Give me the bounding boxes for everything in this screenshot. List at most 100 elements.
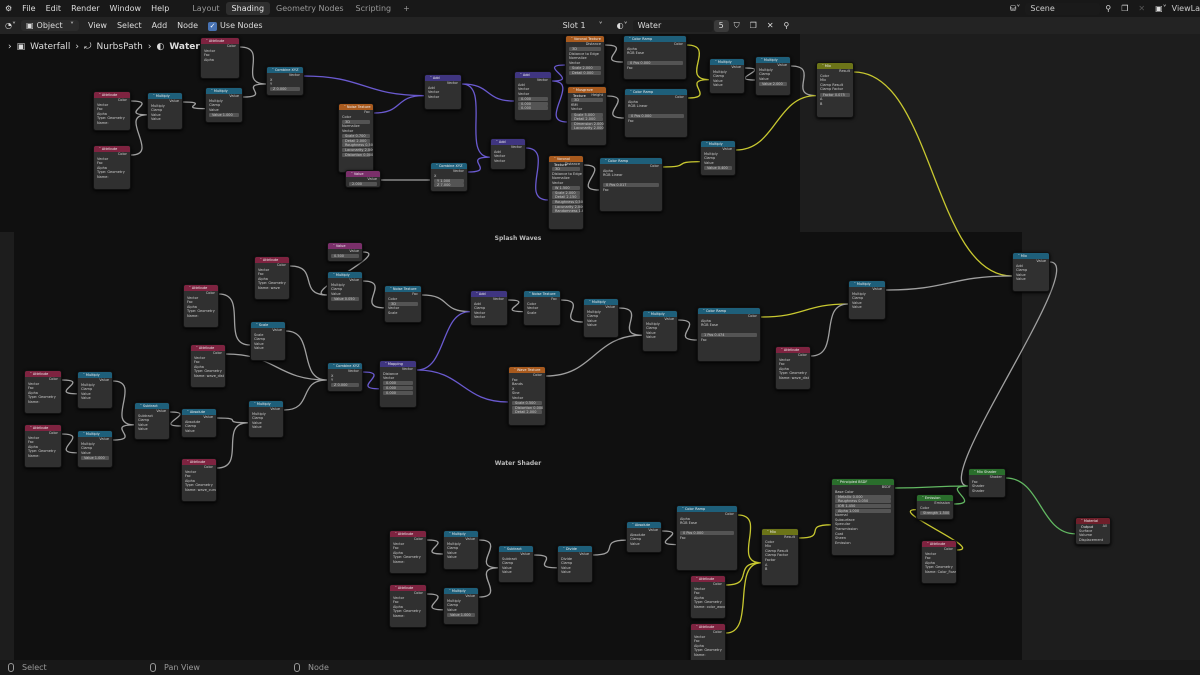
node-socket-row[interactable]: Scale 0.500 [512,401,542,406]
node-header[interactable]: ˅ Value [328,243,362,249]
node-header[interactable]: ˅ Combine XYZ [431,163,467,169]
node-header[interactable]: ˅ Add [515,72,551,78]
node-socket-row[interactable]: W 1.500 [552,186,580,191]
node-socket-row[interactable]: 0.000 [518,106,548,111]
node-socket-row[interactable]: 3D [342,119,370,124]
node-header[interactable]: ˅ Subtract [499,546,533,552]
unlink-material-icon[interactable]: ✕ [766,21,774,30]
node-header[interactable]: ˅ Color Ramp [600,158,662,164]
tab-scripting[interactable]: Scripting [355,4,392,13]
node-socket-row[interactable]: Detail 2.000 [342,138,370,143]
node-header[interactable]: ˅ Mapping [380,361,416,367]
pin-icon[interactable]: ⚲ [783,21,790,30]
node-socket-row[interactable]: 0.000 [518,96,548,101]
node-header[interactable]: ˅ Multiply [643,311,677,317]
duplicate-material-icon[interactable]: ❐ [749,21,757,30]
node-header[interactable]: ˅ Wave Texture [509,367,545,373]
node-header[interactable]: ˅ Multiply [328,272,362,278]
slot-dropdown[interactable]: Slot 1˅ [557,20,608,31]
menu-node[interactable]: Node [177,21,199,30]
node-header[interactable]: ˅ Attribute [390,531,426,537]
node-socket-row[interactable]: Roughness 0.500 [552,199,583,204]
node-socket-row[interactable]: Value 2.000 [759,81,787,86]
node-socket-row[interactable]: 0 Pos 0.000 [680,530,734,535]
node-header[interactable]: ˅ Multiply [710,59,744,65]
node-socket-row[interactable]: 0 Pos 0.000 [627,60,683,65]
node-header[interactable]: ˅ Add [471,291,507,297]
node-header[interactable]: ˅ Multiply [849,281,885,287]
menu-select[interactable]: Select [116,21,142,30]
node-socket-row[interactable]: Z 0.000 [331,383,359,388]
node-header[interactable]: ˅ Attribute [182,459,216,465]
node-header[interactable]: ˅ Material Output [1076,518,1110,529]
node-socket-row[interactable]: 3D [388,301,418,306]
node-socket-row[interactable]: 0.000 [518,101,548,106]
node-socket-row[interactable]: Detail 0.000 [569,70,601,75]
node-header[interactable]: ˅ Mix [1013,253,1049,259]
node-socket-row[interactable]: 0 Pos 0.000 [628,113,684,118]
node-socket-row[interactable]: Metallic 0.000 [835,494,891,499]
node-header[interactable]: ˅ Divide [558,546,592,552]
node-socket-row[interactable]: Factor 0.075 [820,92,850,97]
node-socket-row[interactable]: Dimension 2.000 [571,121,604,126]
object-mode-dropdown[interactable]: ▣Object˅ [20,20,79,31]
pin-icon[interactable]: ⚲ [1105,4,1112,13]
node-header[interactable]: ˅ Scale [251,322,285,328]
node-header[interactable]: ˅ Musgrave Texture [568,87,606,98]
node-header[interactable]: ˅ Absolute [182,409,216,415]
node-header[interactable]: ˅ Mix [817,63,853,69]
node-socket-row[interactable]: Y 1.000 [434,178,464,183]
node-socket-row[interactable]: 3D [569,47,601,52]
node-header[interactable]: ˅ Multiply [584,299,618,305]
node-header[interactable]: ˅ Voronoi Texture [549,156,583,167]
menu-help[interactable]: Help [151,4,170,13]
node-header[interactable]: ˅ Attribute [25,425,61,431]
menu-render[interactable]: Render [71,4,100,13]
node-header[interactable]: ˅ Attribute [691,624,725,630]
node-header[interactable]: ˅ Multiply [249,401,283,407]
blender-logo-icon[interactable]: ⚙ [5,4,13,13]
node-socket-row[interactable]: 0.000 [383,390,413,395]
node-header[interactable]: ˅ Combine XYZ [267,67,303,73]
use-nodes-checkbox[interactable]: ✓Use Nodes [203,21,268,31]
material-users-count[interactable]: 5 [713,19,729,32]
node-header[interactable]: ˅ Attribute [25,371,61,377]
material-name-field[interactable]: Water [632,19,713,32]
node-socket-row[interactable]: 2.000 [349,182,377,187]
scene-field[interactable]: Scene [1025,2,1101,15]
node-header[interactable]: ˅ Value [346,171,380,177]
node-socket-row[interactable]: IOR 1.450 [835,503,891,508]
material-browse-icon[interactable]: ◐˅ [616,21,628,30]
node-header[interactable]: ˅ Attribute [94,92,130,98]
node-header[interactable]: ˅ Multiply [444,588,478,594]
node-socket-row[interactable]: 0.500 [331,254,359,259]
node-header[interactable]: ˅ Color Ramp [698,308,760,314]
